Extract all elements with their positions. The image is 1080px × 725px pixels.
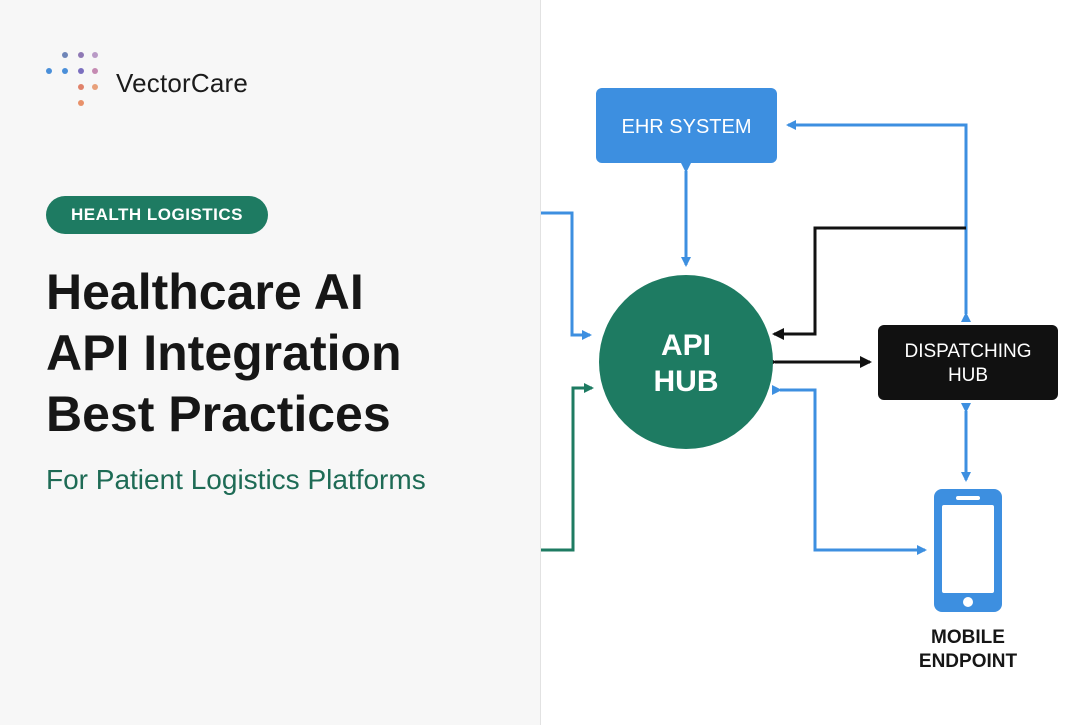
- dispatching-hub-label-line2: HUB: [948, 365, 988, 386]
- headline-line-3: Best Practices: [46, 386, 391, 442]
- connector-input-blue: [541, 211, 592, 340]
- vectorcare-dots-icon: [46, 52, 98, 106]
- connector-black-feedback: [772, 226, 966, 340]
- api-hub-label-line2: HUB: [654, 365, 719, 398]
- api-hub-node: API HUB: [599, 275, 773, 449]
- headline-line-2: API Integration: [46, 325, 402, 381]
- ehr-system-node: EHR SYSTEM: [596, 88, 777, 163]
- mobile-endpoint-node: MOBILE ENDPOINT: [919, 489, 1018, 672]
- brand-name: VectorCare: [116, 68, 249, 98]
- headline: Healthcare AI API Integration Best Pract…: [46, 262, 526, 445]
- mobile-endpoint-label-line1: MOBILE: [931, 627, 1005, 648]
- subtitle: For Patient Logistics Platforms: [46, 464, 426, 495]
- headline-line-1: Healthcare AI: [46, 264, 364, 320]
- panel-divider: [540, 0, 541, 725]
- vectorcare-logo: VectorCare: [46, 52, 306, 112]
- connector-input-green: [541, 383, 594, 552]
- category-badge: HEALTH LOGISTICS: [46, 196, 268, 234]
- connector-hub-mobile: [772, 385, 927, 555]
- left-panel: [0, 0, 540, 725]
- mobile-endpoint-label-line2: ENDPOINT: [919, 651, 1018, 672]
- api-hub-label-line1: API: [661, 329, 711, 362]
- ehr-system-label: EHR SYSTEM: [621, 116, 751, 138]
- dispatching-hub-node: DISPATCHING HUB: [878, 325, 1058, 400]
- dispatching-hub-label-line1: DISPATCHING: [904, 341, 1031, 362]
- connector-dispatch-ehr: [786, 120, 971, 322]
